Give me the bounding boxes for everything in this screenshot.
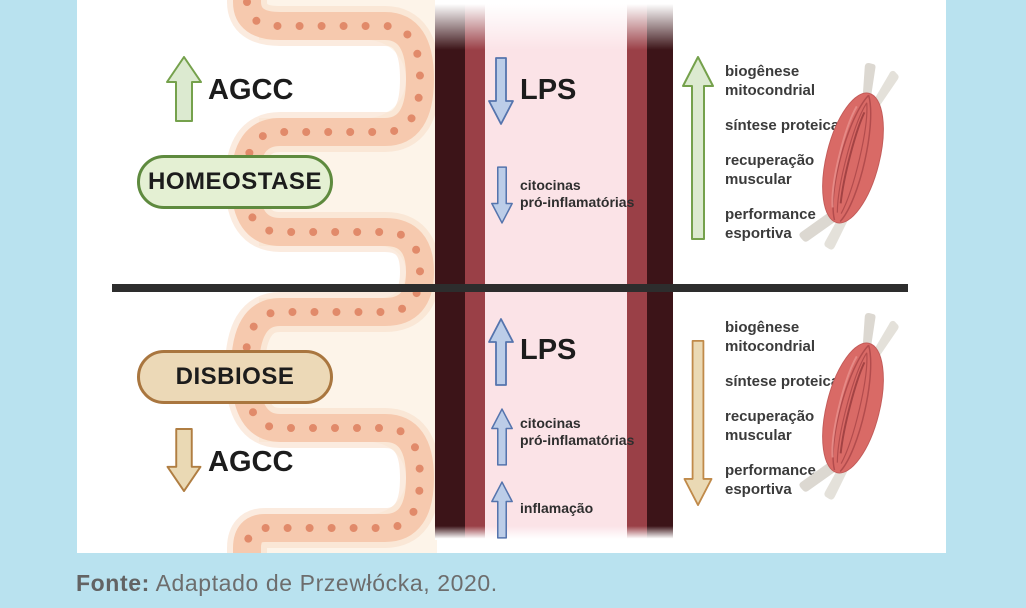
- agcc-down-arrow-icon: [166, 428, 202, 492]
- outcome-sintese-top: síntese proteica: [725, 117, 840, 134]
- section-divider-line: [112, 284, 908, 292]
- figure-panel: AGCC HOMEOSTASE LPS citocinas pró-inflam…: [77, 0, 946, 553]
- cytokines-down-arrow-icon: [491, 166, 513, 224]
- vessel-wall-dark-right: [647, 0, 673, 540]
- outcome-sintese-bottom: síntese proteica: [725, 373, 840, 390]
- homeostase-pill: HOMEOSTASE: [137, 155, 333, 209]
- cytokines-label-top: citocinas pró-inflamatórias: [520, 177, 635, 211]
- vessel-lumen-pink: [485, 0, 627, 540]
- lps-label-top: LPS: [520, 74, 577, 106]
- outcome-performance-bottom: performance esportiva: [725, 462, 816, 498]
- outcome-list-top: biogênese mitocondrial síntese proteica …: [725, 62, 865, 243]
- lps-down-arrow-icon: [488, 57, 514, 125]
- muscle-icon-bottom: [799, 312, 899, 500]
- outcomes-down-arrow-icon: [683, 340, 713, 506]
- outcomes-up-arrow-icon: [682, 56, 714, 240]
- vessel-top-fade: [435, 0, 673, 50]
- lps-label-bottom: LPS: [520, 334, 577, 366]
- figure-source-caption: Fonte: Adaptado de Przewłócka, 2020.: [76, 570, 498, 597]
- vessel-wall-dark-left: [435, 0, 465, 540]
- outcome-performance-top: performance esportiva: [725, 206, 816, 242]
- agcc-label-bottom: AGCC: [208, 446, 294, 478]
- outcome-biogenese-bottom: biogênese mitocondrial: [725, 319, 816, 355]
- inflammation-label: inflamação: [520, 500, 594, 516]
- outcome-biogenese-top: biogênese mitocondrial: [725, 63, 816, 99]
- vessel-wall-red-right: [627, 0, 647, 540]
- vessel-bottom-fade: [435, 526, 673, 540]
- outcome-recuperacao-bottom: recuperação muscular: [725, 408, 815, 444]
- muscle-icon-top: [799, 62, 899, 250]
- cytokines-label-bottom: citocinas pró-inflamatórias: [520, 415, 635, 449]
- caption-text: Adaptado de Przewłócka, 2020.: [149, 570, 498, 596]
- agcc-up-arrow-icon: [166, 56, 202, 122]
- vessel-wall-red-left: [465, 0, 485, 540]
- outcome-list-bottom: biogênese mitocondrial síntese proteica …: [725, 318, 865, 499]
- outcome-recuperacao-top: recuperação muscular: [725, 152, 815, 188]
- cytokines-up-arrow-icon: [491, 408, 513, 466]
- caption-prefix: Fonte:: [76, 570, 150, 596]
- disbiose-pill: DISBIOSE: [137, 350, 333, 404]
- blood-vessel-band: [435, 0, 673, 540]
- lps-up-arrow-icon: [488, 318, 514, 386]
- inflammation-up-arrow-icon: [491, 481, 513, 539]
- agcc-label-top: AGCC: [208, 74, 294, 106]
